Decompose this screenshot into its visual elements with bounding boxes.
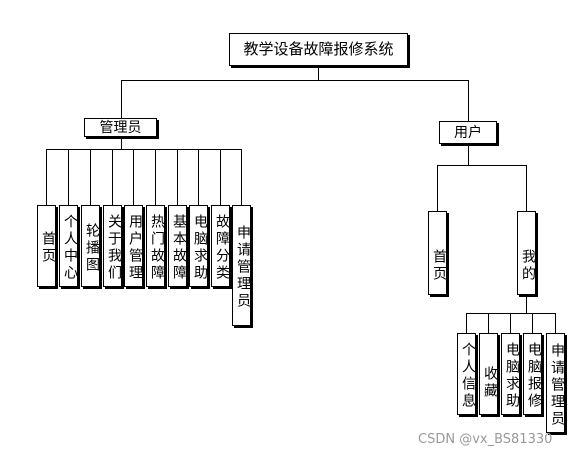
- admin-child-node: 首页: [37, 205, 56, 287]
- mine-child-label: 个人信息: [460, 342, 476, 410]
- admin-child-label: 申请管理员: [235, 225, 251, 310]
- root-node: 教学设备故障报修系统: [229, 33, 408, 66]
- admin-child-node: 轮播图: [81, 205, 100, 287]
- user-node-label: 用户: [454, 124, 482, 141]
- user-node: 用户: [439, 121, 497, 144]
- mine-child-node: 申请管理员: [546, 333, 565, 433]
- mine-child-node: 电脑报修: [523, 333, 542, 415]
- admin-node-label: 管理员: [99, 119, 142, 136]
- user-child-label: 我的: [520, 249, 536, 283]
- admin-child-label: 热门故障: [149, 214, 165, 282]
- admin-child-node: 基本故障: [168, 205, 187, 287]
- admin-child-node: 申请管理员: [232, 205, 251, 326]
- admin-child-label: 电脑求助: [192, 214, 208, 282]
- user-child-home-node: 首页: [428, 211, 447, 295]
- admin-child-node: 电脑求助: [189, 205, 208, 287]
- admin-child-node: 用户管理: [124, 205, 143, 287]
- admin-child-label: 轮播图: [84, 222, 100, 274]
- admin-node: 管理员: [84, 118, 157, 137]
- admin-child-node: 故障分类: [211, 205, 230, 287]
- mine-child-node: 个人信息: [457, 333, 476, 415]
- admin-child-node: 热门故障: [146, 205, 165, 287]
- mine-child-node: 电脑求助: [501, 333, 520, 415]
- mine-child-node: 收藏: [479, 333, 498, 415]
- admin-child-node: 个人中心: [59, 205, 78, 287]
- admin-child-label: 故障分类: [214, 214, 230, 282]
- mine-child-label: 电脑报修: [526, 342, 542, 410]
- admin-child-label: 用户管理: [127, 214, 143, 282]
- root-node-label: 教学设备故障报修系统: [243, 40, 394, 58]
- admin-child-node: 关于我们: [103, 205, 122, 287]
- mine-child-label: 申请管理员: [549, 342, 565, 428]
- mine-child-label: 电脑求助: [504, 342, 520, 410]
- user-child-mine-node: 我的: [517, 211, 536, 295]
- mine-child-label: 收藏: [482, 366, 498, 400]
- csdn-watermark: CSDN @vx_BS81330: [418, 432, 553, 447]
- user-child-label: 首页: [431, 249, 447, 283]
- admin-child-label: 关于我们: [106, 214, 122, 282]
- admin-child-label: 个人中心: [62, 214, 78, 282]
- admin-child-label: 首页: [40, 231, 56, 265]
- admin-child-label: 基本故障: [171, 214, 187, 282]
